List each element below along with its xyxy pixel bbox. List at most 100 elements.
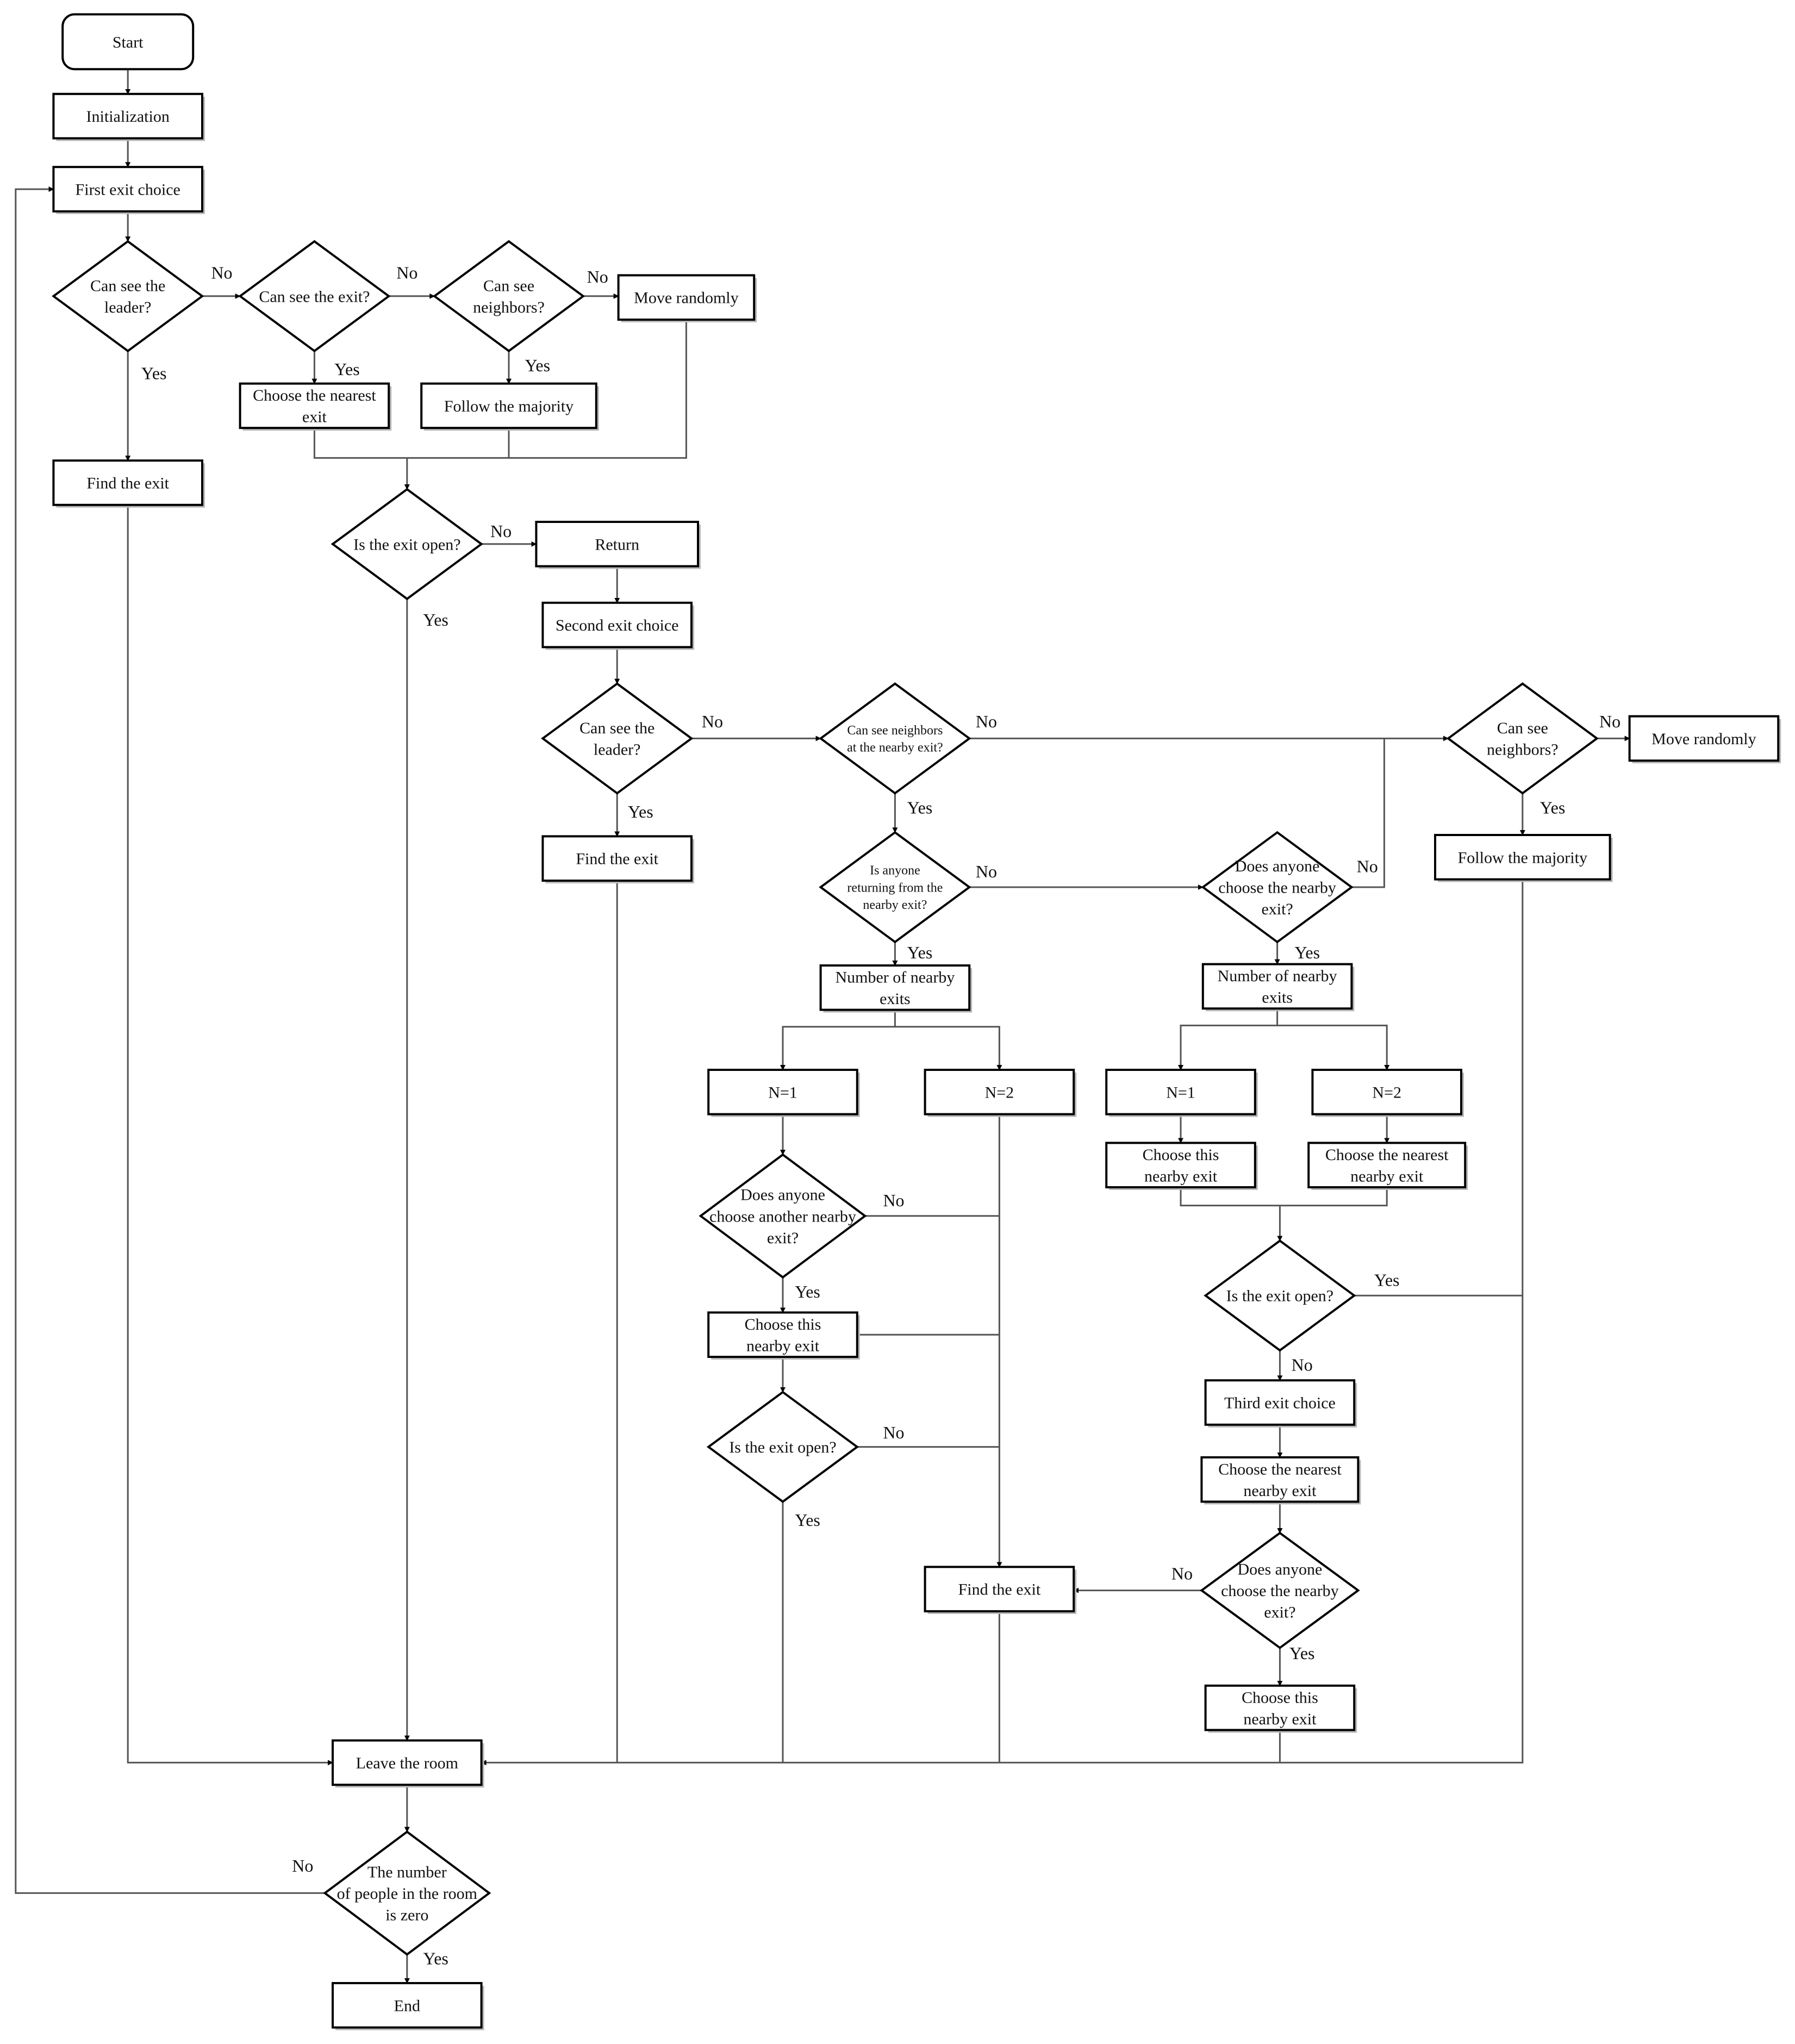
label-line: exit? xyxy=(767,1229,799,1247)
label-line: neighbors? xyxy=(473,298,545,316)
edge-label-yes: Yes xyxy=(628,802,653,821)
connector-line xyxy=(15,186,325,1894)
process-box xyxy=(1200,1456,1360,1503)
edge-label-no: No xyxy=(702,712,723,731)
label-line: leader? xyxy=(104,298,152,316)
label-line: Can see the xyxy=(579,719,655,737)
label-line: Choose this xyxy=(1242,1688,1318,1706)
process-box xyxy=(1434,834,1611,881)
node-move1: Move randomly xyxy=(617,274,757,322)
label-line: nearby exit? xyxy=(863,898,927,912)
node-label: First exit choice xyxy=(76,181,180,199)
node-return: Return xyxy=(535,521,701,569)
decision-diamond xyxy=(1200,1531,1360,1649)
edge-label-no: No xyxy=(1292,1355,1313,1374)
process-box xyxy=(1201,963,1353,1010)
decision-diamond xyxy=(706,1391,859,1503)
edge-label-no: No xyxy=(883,1423,904,1442)
node-first-choice: First exit choice xyxy=(52,166,205,214)
node-label: Leave the room xyxy=(356,1754,458,1772)
edge-label-no: No xyxy=(490,521,512,541)
node-d-open-b: Is the exit open? xyxy=(1204,1239,1356,1352)
node-d-open-a: Is the exit open? xyxy=(706,1391,859,1503)
process-box xyxy=(1105,1069,1256,1116)
decision-diamond xyxy=(323,1830,491,1956)
label-line: exits xyxy=(1262,989,1293,1007)
node-label: Is the exit open? xyxy=(353,535,460,553)
label-line: Follow the majority xyxy=(1458,849,1587,867)
process-box xyxy=(332,1982,483,2029)
node-label: Follow the majority xyxy=(1458,849,1587,867)
node-find3: Find the exit xyxy=(924,1566,1077,1614)
process-box xyxy=(332,1739,483,1786)
decision-diamond xyxy=(238,240,391,353)
process-box xyxy=(239,382,390,429)
process-box xyxy=(541,601,693,649)
edges xyxy=(15,69,1630,1984)
node-label: Third exit choice xyxy=(1224,1394,1336,1412)
label-line: Can see the exit? xyxy=(259,288,370,306)
label-line: Can see xyxy=(1497,719,1548,737)
label-line: Leave the room xyxy=(356,1754,458,1772)
edge-label-yes: Yes xyxy=(423,610,448,630)
node-find2: Find the exit xyxy=(541,835,694,883)
label-line: Is the exit open? xyxy=(729,1438,836,1456)
connector-line xyxy=(780,1009,896,1070)
label-line: Initialization xyxy=(86,108,170,126)
decision-diamond xyxy=(541,682,694,795)
decision-diamond xyxy=(699,1153,867,1279)
label-line: exit? xyxy=(1264,1604,1295,1622)
node-d1-exit: Can see the exit? xyxy=(238,240,391,353)
node-label: Is the exit open? xyxy=(1226,1287,1333,1305)
label-line: N=2 xyxy=(985,1083,1014,1101)
node-n2b: N=2 xyxy=(1311,1069,1464,1117)
node-find1: Find the exit xyxy=(52,459,205,508)
label-line: Can see xyxy=(483,277,534,295)
decision-diamond xyxy=(331,488,483,601)
connector-line xyxy=(313,320,687,459)
label-line: Find the exit xyxy=(958,1581,1041,1599)
edge-label-yes: Yes xyxy=(1374,1270,1400,1289)
edge-label-no: No xyxy=(1357,857,1378,876)
node-leave: Leave the room xyxy=(332,1739,484,1788)
node-d-open1: Is the exit open? xyxy=(331,488,483,601)
edge-label-yes: Yes xyxy=(907,798,933,818)
edge-label-no: No xyxy=(396,263,417,283)
process-box xyxy=(1628,715,1780,762)
label-line: Second exit choice xyxy=(556,616,679,634)
connector-line xyxy=(1351,738,1385,888)
edge-label-no: No xyxy=(883,1191,904,1210)
connector-line xyxy=(1277,1024,1390,1070)
node-label: Second exit choice xyxy=(556,616,679,634)
label-line: Choose the nearest xyxy=(1325,1146,1449,1164)
decision-diamond xyxy=(1446,682,1599,795)
node-label: Return xyxy=(595,535,639,553)
process-box xyxy=(420,382,597,429)
node-label: Can see neighbors? xyxy=(473,277,545,317)
process-box xyxy=(617,274,756,321)
node-label: N=1 xyxy=(1166,1083,1195,1101)
label-line: Follow the majority xyxy=(444,397,574,415)
label-line: Move randomly xyxy=(1651,730,1756,748)
process-box xyxy=(1307,1142,1467,1188)
edge-label-yes: Yes xyxy=(795,1510,820,1530)
